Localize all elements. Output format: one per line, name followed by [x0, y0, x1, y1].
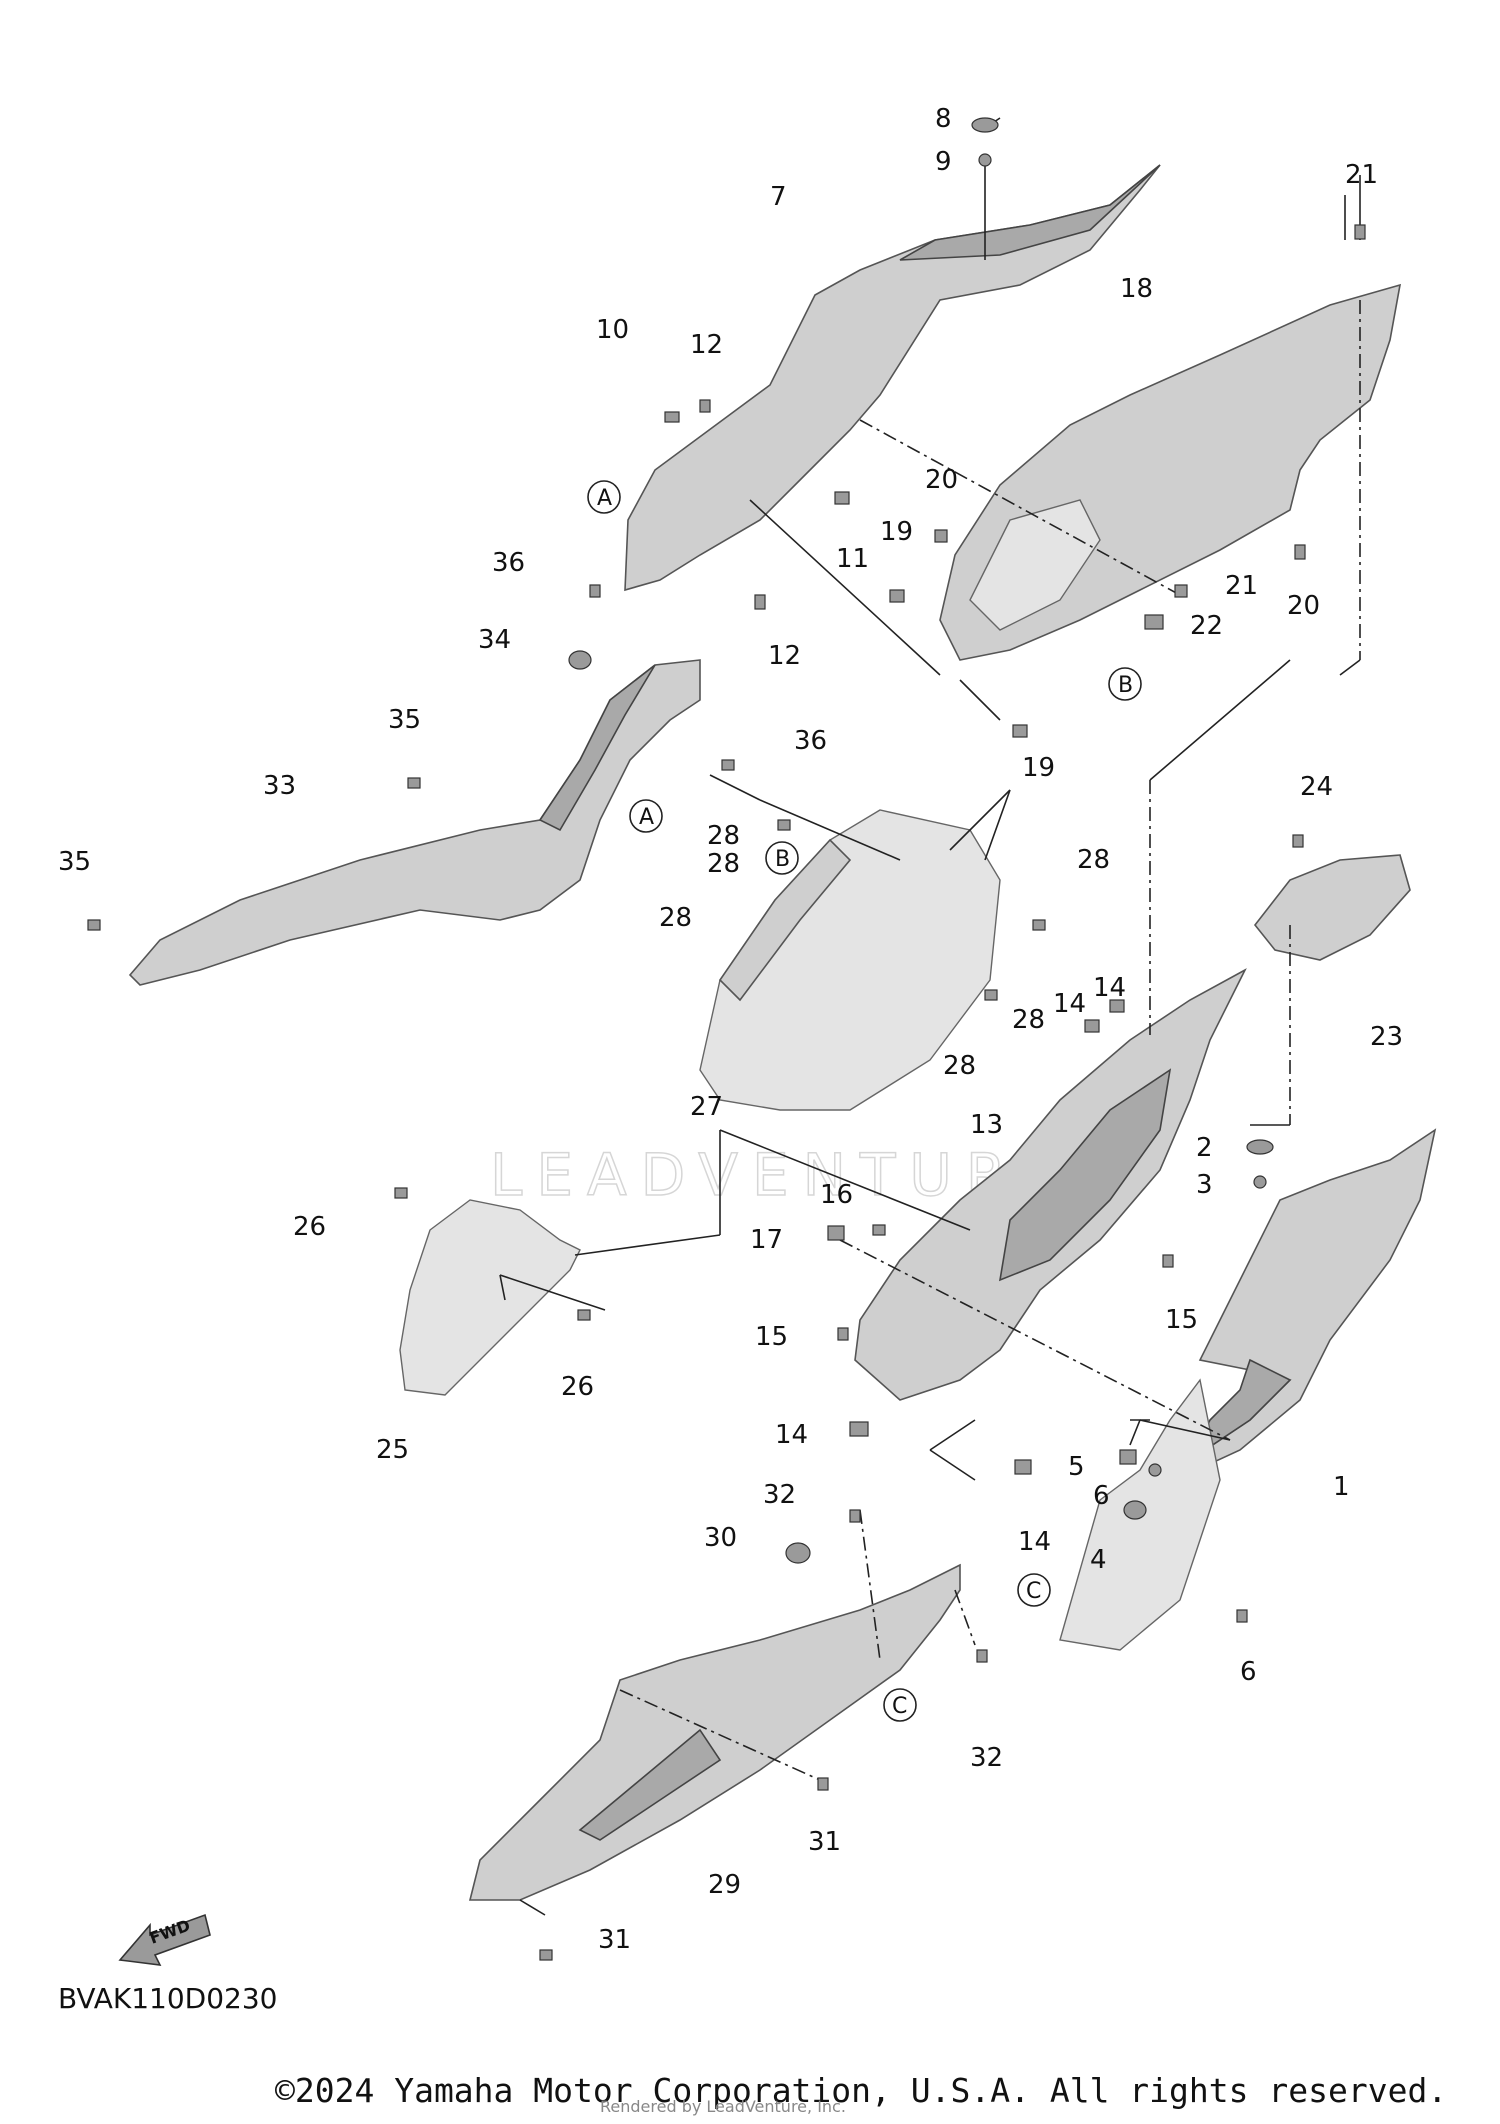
part-18-inner [969, 499, 1101, 631]
label-24: 24 [1300, 772, 1333, 802]
part-33-shade [538, 664, 656, 832]
label-36a: 36 [492, 548, 525, 578]
callout-a-1: A [597, 486, 612, 511]
label-3: 3 [1196, 1170, 1213, 1200]
callouts: A A B B C C [587, 480, 1142, 1722]
hardware [87, 117, 1366, 1961]
label-9: 9 [935, 147, 952, 177]
part-27-shade [718, 838, 852, 1002]
label-10: 10 [596, 315, 629, 345]
label-20a: 20 [925, 465, 958, 495]
label-28c: 28 [659, 903, 692, 933]
label-32b: 32 [970, 1743, 1003, 1773]
label-7: 7 [770, 182, 787, 212]
label-33: 33 [263, 771, 296, 801]
label-29: 29 [708, 1870, 741, 1900]
label-19a: 19 [880, 517, 913, 547]
copyright-notice: ©2024 Yamaha Motor Corporation, U.S.A. A… [275, 2071, 1447, 2110]
callout-b-1: B [1118, 673, 1133, 698]
part-29-shade [578, 1728, 722, 1841]
label-21b: 21 [1225, 571, 1258, 601]
label-13: 13 [970, 1110, 1003, 1140]
label-4: 4 [1090, 1545, 1107, 1575]
part-labels: 1 2 3 4 5 6 6 7 8 9 10 11 12 12 13 14 14… [58, 104, 1403, 1955]
label-23: 23 [1370, 1022, 1403, 1052]
part-29-lower-cover [468, 1563, 961, 1901]
label-19b: 19 [1022, 753, 1055, 783]
label-22: 22 [1190, 611, 1223, 641]
label-21a: 21 [1345, 160, 1378, 190]
label-1: 1 [1333, 1472, 1350, 1502]
label-14b: 14 [1093, 973, 1126, 1003]
part-7-side-cover [624, 164, 1161, 592]
label-34: 34 [478, 625, 511, 655]
label-28e: 28 [1012, 1005, 1045, 1035]
callout-c-1: C [1026, 1579, 1041, 1604]
label-12b: 12 [768, 641, 801, 671]
fwd-arrow-icon: FWD [118, 1913, 211, 1966]
label-35b: 35 [58, 847, 91, 877]
label-14c: 14 [775, 1420, 808, 1450]
callout-a-2: A [639, 805, 654, 830]
label-15b: 15 [1165, 1305, 1198, 1335]
leader-lines [499, 117, 1361, 1916]
label-35a: 35 [388, 705, 421, 735]
label-31a: 31 [808, 1827, 841, 1857]
label-27: 27 [690, 1092, 723, 1122]
label-28b: 28 [707, 849, 740, 879]
label-6a: 6 [1093, 1481, 1110, 1511]
diagram-code: BVAK110D0230 [58, 1982, 278, 2015]
part-23-small-cover [1253, 854, 1411, 961]
label-28a: 28 [707, 821, 740, 851]
callout-b-2: B [775, 847, 790, 872]
label-17: 17 [750, 1225, 783, 1255]
label-31b: 31 [598, 1925, 631, 1955]
callout-c-2: C [892, 1694, 907, 1719]
label-25: 25 [376, 1435, 409, 1465]
label-26b: 26 [561, 1372, 594, 1402]
label-18: 18 [1120, 274, 1153, 304]
label-28f: 28 [943, 1051, 976, 1081]
label-14a: 14 [1053, 989, 1086, 1019]
rendered-by: Rendered by LeadVenture, Inc. [600, 2097, 846, 2116]
label-28d: 28 [1077, 845, 1110, 875]
label-26a: 26 [293, 1212, 326, 1242]
part-25-small-cover [399, 1199, 581, 1396]
label-32a: 32 [763, 1480, 796, 1510]
label-8: 8 [935, 104, 952, 134]
label-11: 11 [836, 544, 869, 574]
label-6b: 6 [1240, 1657, 1257, 1687]
label-30: 30 [704, 1523, 737, 1553]
label-36b: 36 [794, 726, 827, 756]
label-2: 2 [1196, 1133, 1213, 1163]
part-7-shade [899, 164, 1161, 261]
label-5: 5 [1068, 1452, 1085, 1482]
label-16: 16 [820, 1180, 853, 1210]
label-12a: 12 [690, 330, 723, 360]
label-15a: 15 [755, 1322, 788, 1352]
label-14d: 14 [1018, 1527, 1051, 1557]
label-20b: 20 [1287, 591, 1320, 621]
part-13-shade [998, 1068, 1172, 1282]
